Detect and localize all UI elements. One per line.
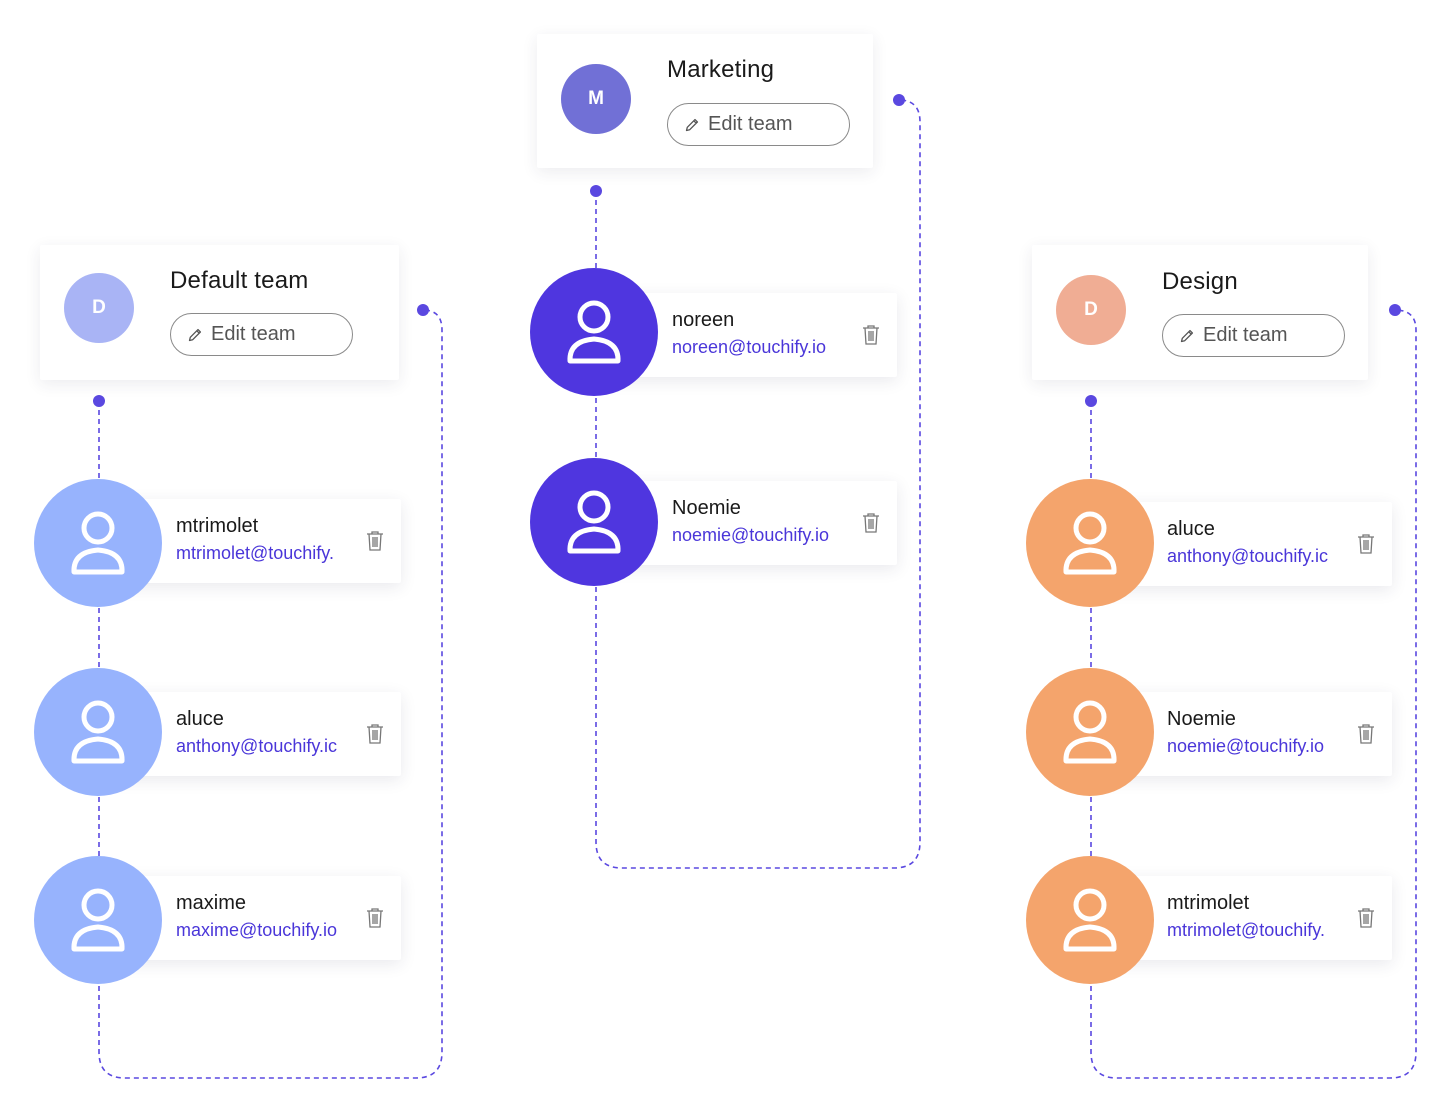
marketing-team-connector — [595, 99, 921, 869]
trash-icon[interactable] — [365, 530, 385, 552]
member-name: aluce — [176, 708, 224, 730]
member-name: mtrimolet — [1167, 892, 1250, 914]
team-name: Default team — [170, 267, 309, 294]
member-avatar — [530, 458, 658, 586]
member-name: maxime — [176, 892, 247, 914]
trash-icon[interactable] — [365, 723, 385, 745]
edit-team-label: Edit team — [1203, 324, 1288, 346]
member-avatar — [1026, 668, 1154, 796]
user-icon — [567, 300, 621, 364]
trash-icon[interactable] — [861, 512, 881, 534]
edit-team-button[interactable]: Edit team — [170, 313, 353, 356]
user-icon — [71, 511, 125, 575]
member-avatar — [34, 668, 162, 796]
team-name: Marketing — [667, 56, 775, 83]
member-name: Noemie — [672, 497, 741, 519]
trash-icon[interactable] — [861, 324, 881, 346]
edit-team-button[interactable]: Edit team — [1162, 314, 1345, 357]
team-card-marketing: M Marketing Edit team — [537, 34, 873, 168]
user-icon — [71, 700, 125, 764]
member-avatar — [1026, 479, 1154, 607]
edit-team-button[interactable]: Edit team — [667, 103, 850, 146]
member-email: noreen@touchify.io — [672, 337, 827, 357]
member-avatar — [34, 479, 162, 607]
trash-icon[interactable] — [1356, 907, 1376, 929]
member-email: noemie@touchify.io — [672, 525, 830, 545]
team-card-default: D Default team Edit team — [40, 245, 399, 380]
user-icon — [1063, 888, 1117, 952]
member-email: anthony@touchify.ic — [176, 736, 338, 756]
team-avatar: M — [561, 64, 631, 134]
member-avatar — [530, 268, 658, 396]
default-team-connector-dot-bottom — [93, 395, 105, 407]
default-team-connector-dot-side — [417, 304, 429, 316]
member-email: maxime@touchify.io — [176, 920, 337, 940]
marketing-team-connector-dot-bottom — [590, 185, 602, 197]
team-avatar: D — [1056, 275, 1126, 345]
edit-team-label: Edit team — [211, 323, 296, 345]
trash-icon[interactable] — [1356, 533, 1376, 555]
team-avatar: D — [64, 273, 134, 343]
member-avatar — [1026, 856, 1154, 984]
member-email: mtrimolet@touchify. — [176, 543, 334, 563]
pencil-icon — [1180, 329, 1194, 342]
user-icon — [1063, 511, 1117, 575]
member-name: Noemie — [1167, 708, 1236, 730]
design-team-connector-dot-bottom — [1085, 395, 1097, 407]
member-name: aluce — [1167, 518, 1215, 540]
trash-icon[interactable] — [1356, 723, 1376, 745]
member-name: mtrimolet — [176, 515, 259, 537]
team-name: Design — [1162, 268, 1238, 295]
user-icon — [71, 888, 125, 952]
team-card-design: D Design Edit team — [1032, 245, 1368, 380]
marketing-team-connector-dot-side — [893, 94, 905, 106]
design-team-connector-dot-side — [1389, 304, 1401, 316]
user-icon — [567, 490, 621, 554]
design-team-connector — [1090, 309, 1417, 1079]
trash-icon[interactable] — [365, 907, 385, 929]
member-email: anthony@touchify.ic — [1167, 546, 1329, 566]
member-email: mtrimolet@touchify. — [1167, 920, 1325, 940]
edit-team-label: Edit team — [708, 113, 793, 135]
pencil-icon — [685, 118, 699, 131]
member-email: noemie@touchify.io — [1167, 736, 1325, 756]
user-icon — [1063, 700, 1117, 764]
member-avatar — [34, 856, 162, 984]
member-name: noreen — [672, 309, 735, 331]
pencil-icon — [188, 328, 202, 341]
default-team-connector — [98, 309, 443, 1079]
